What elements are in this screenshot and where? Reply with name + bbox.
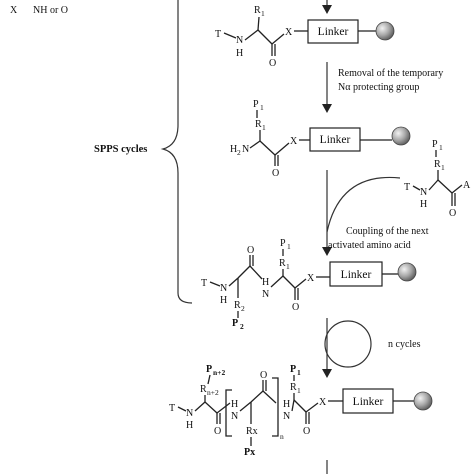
legend-symbol: X [10,5,18,16]
svg-text:H: H [262,277,269,288]
svg-text:R: R [434,159,441,170]
svg-text:X: X [285,27,293,38]
linker-label-3: Linker [341,269,372,281]
svg-text:H: H [186,420,193,431]
svg-text:H: H [230,144,237,155]
svg-text:2: 2 [241,304,245,313]
coupling-text-2: activated amino acid [328,240,411,251]
svg-text:1: 1 [287,242,291,251]
svg-text:1: 1 [262,123,266,132]
svg-text:X: X [307,273,315,284]
resin-bead-4 [413,391,433,411]
resin-bead-2 [391,126,411,146]
svg-text:P: P [232,318,238,329]
svg-text:T: T [201,278,207,289]
svg-text:A: A [463,180,471,191]
svg-text:H: H [236,48,243,59]
svg-text:Px: Px [244,447,255,458]
svg-text:R: R [254,5,261,16]
cycles-text: n cycles [388,339,421,350]
svg-text:1: 1 [261,9,265,18]
linker-box-4 [342,388,394,414]
svg-text:X: X [319,397,327,408]
resin-bead-1 [375,21,395,41]
svg-text:O: O [303,426,310,437]
svg-text:R: R [200,384,207,395]
svg-text:N: N [231,411,238,422]
structure-protected-aa: T N H R 1 O X [215,5,308,69]
cycles-brace [160,0,193,304]
structure-activated-aa: P 1 R 1 T N H O A [404,139,471,219]
svg-text:T: T [215,29,221,40]
svg-text:1: 1 [260,103,264,112]
structure-dipeptide: P 1 R 1 T N H R 2 P 2 O H N O X [201,238,330,331]
svg-text:1: 1 [286,262,290,271]
svg-text:P: P [253,99,259,110]
svg-text:O: O [269,58,276,69]
removal-arrow-head [322,104,332,113]
svg-text:n: n [280,432,284,441]
cycles-loop [324,320,372,368]
svg-text:P: P [206,364,212,375]
svg-text:O: O [449,208,456,219]
top-arrow-head [322,5,332,14]
svg-text:O: O [260,370,267,381]
svg-text:P: P [290,364,296,375]
svg-text:N: N [283,411,290,422]
svg-text:O: O [247,245,254,256]
svg-text:N: N [242,144,249,155]
svg-text:1: 1 [439,143,443,152]
svg-text:X: X [290,136,298,147]
svg-text:N: N [262,289,269,300]
structure-deprotected-aa: P 1 R 1 H 2 N O X [230,99,310,179]
svg-text:N: N [420,187,427,198]
svg-text:R: R [234,300,241,311]
svg-text:R: R [279,258,286,269]
svg-text:1: 1 [297,386,301,395]
svg-text:O: O [272,168,279,179]
coupling-text-1: Coupling of the next [346,226,429,237]
svg-text:H: H [283,399,290,410]
removal-text-2: Nα protecting group [338,82,419,93]
svg-text:n+2: n+2 [213,368,225,377]
legend-meaning: NH or O [33,5,68,16]
cycles-arrow-head [322,369,332,378]
removal-text-1: Removal of the temporary [338,68,443,79]
cycles-label: SPPS cycles [94,144,147,155]
svg-text:P: P [432,139,438,150]
svg-text:Rx: Rx [246,426,258,437]
svg-text:H: H [220,295,227,306]
linker-label-1: Linker [318,26,349,38]
svg-text:1: 1 [297,368,301,377]
svg-text:N: N [186,408,193,419]
svg-text:R: R [255,119,262,130]
coupling-curve [326,176,401,233]
coupling-arrow-head [322,247,332,256]
svg-text:N: N [236,35,243,46]
svg-text:T: T [404,182,410,193]
structure-final-peptide: P n+2 R n+2 T N H O H N Rx Px O n H N [169,364,343,458]
svg-text:H: H [231,399,238,410]
svg-text:R: R [290,382,297,393]
resin-bead-3 [397,262,417,282]
svg-text:H: H [420,199,427,210]
svg-text:T: T [169,403,175,414]
svg-text:2: 2 [237,148,241,157]
svg-text:2: 2 [240,322,244,331]
svg-text:O: O [292,302,299,313]
svg-text:1: 1 [441,163,445,172]
svg-text:n+2: n+2 [207,388,219,397]
svg-text:O: O [214,426,221,437]
linker-label-2: Linker [320,134,351,146]
svg-text:N: N [220,283,227,294]
linker-label-4: Linker [353,396,384,408]
svg-text:P: P [280,238,286,249]
linker-box-3 [329,261,383,287]
